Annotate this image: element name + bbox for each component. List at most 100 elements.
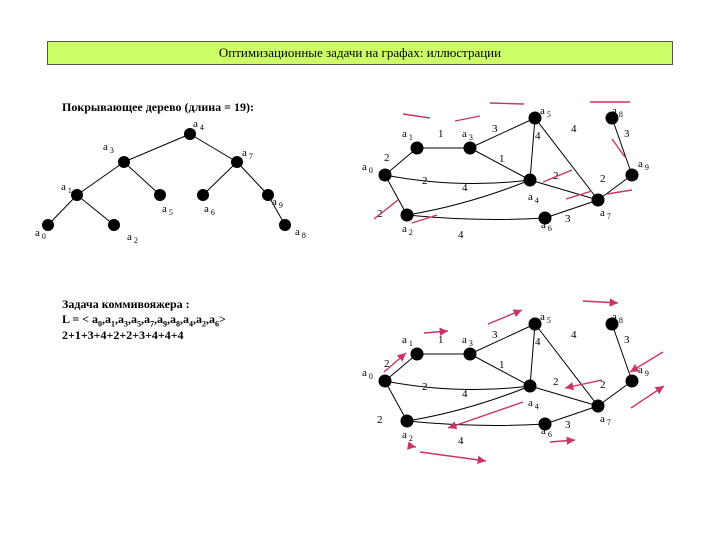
edge-weight-a5-a7: 4 <box>571 329 577 341</box>
highlight-mark <box>373 199 399 220</box>
edge-weight-a0-a4: 2 <box>422 175 428 187</box>
tree-node-a0 <box>42 219 54 231</box>
tree-node-a7 <box>231 156 243 168</box>
edge-weight-a0-a2: 2 <box>377 414 383 426</box>
edge-a0-a2 <box>384 380 408 422</box>
tree-edge <box>189 133 238 163</box>
edge-weight-a4-a7: 2 <box>553 376 559 388</box>
tree-node-a1 <box>71 189 83 201</box>
edge-a7-a9 <box>597 380 633 407</box>
graph-node-a5 <box>528 317 542 331</box>
graph-node-a5 <box>528 111 542 125</box>
edge-weight-a8-a9: 3 <box>624 128 630 140</box>
tree-edge <box>47 194 78 226</box>
edge-weight-a0-a1: 2 <box>384 152 390 164</box>
graph-node-a6 <box>538 211 552 225</box>
graph-node-a4 <box>523 173 537 187</box>
edge-a0-a1 <box>384 353 418 382</box>
highlight-mark <box>411 214 438 224</box>
graph-node-a2 <box>400 208 414 222</box>
edge-a0-a4 <box>384 380 531 391</box>
edge-a5-a7 <box>534 117 599 201</box>
route-arrow <box>383 352 407 373</box>
graph-node-a0 <box>378 168 392 182</box>
edge-a0-a1 <box>384 147 418 176</box>
highlight-mark <box>489 102 525 105</box>
edge-a3-a5 <box>469 117 536 149</box>
edge-a2-a6 <box>406 420 546 426</box>
graph-node-a9 <box>625 168 639 182</box>
route-arrow <box>630 385 665 409</box>
edge-a7-a9 <box>597 174 633 201</box>
highlight-mark <box>454 115 481 122</box>
edge-a4-a7 <box>529 385 599 407</box>
route-arrow <box>564 379 603 391</box>
tsp-heading: Задача коммивояжера : <box>62 297 190 311</box>
route-arrow <box>419 451 487 465</box>
edge-weight-a5-a7: 4 <box>571 123 577 135</box>
tree-edge <box>76 194 115 226</box>
page-title: Оптимизационные задачи на графах: иллюст… <box>47 41 673 65</box>
tree-edge <box>236 161 269 196</box>
highlight-mark <box>606 189 633 195</box>
edge-a2-a4 <box>406 179 531 216</box>
tree-node-a6 <box>197 189 209 201</box>
edge-a0-a2 <box>384 174 408 216</box>
edge-a4-a7 <box>529 179 599 201</box>
route-arrow <box>629 351 664 373</box>
edge-weight-a0-a1: 2 <box>384 358 390 370</box>
spanning-tree-highlights <box>373 101 633 224</box>
edge-a6-a7 <box>544 199 599 219</box>
tsp-sum: 2+1+3+4+2+2+3+4+4+4 <box>62 328 184 342</box>
edge-a8-a9 <box>611 117 633 176</box>
edge-a2-a6 <box>406 214 546 220</box>
edge-weight-a3-a5: 3 <box>492 329 498 341</box>
route-arrow <box>487 309 523 325</box>
graph-node-a9 <box>625 374 639 388</box>
highlight-mark <box>542 169 573 183</box>
edge-weight-a2-a6: 4 <box>458 229 464 241</box>
edge-weight-a5-a4: 4 <box>535 130 541 142</box>
graph-node-a1 <box>410 141 424 155</box>
edge-a5-a4 <box>529 323 536 387</box>
tree-edge <box>123 133 191 163</box>
tree-edge <box>76 161 125 196</box>
edge-weight-a5-a4: 4 <box>535 336 541 348</box>
graph-node-a3 <box>463 347 477 361</box>
graph-node-a0 <box>378 374 392 388</box>
edge-weight-a1-a3: 1 <box>438 128 444 140</box>
tree-node-a5 <box>154 189 166 201</box>
route-arrow <box>582 298 619 307</box>
graph-node-a8 <box>605 111 619 125</box>
edge-a2-a4 <box>406 385 531 422</box>
tree-node-a8 <box>279 219 291 231</box>
edge-weight-a3-a5: 3 <box>492 123 498 135</box>
graph-node-a6 <box>538 417 552 431</box>
graph-node-a2 <box>400 414 414 428</box>
tree-node-a9 <box>262 189 274 201</box>
edge-weight-a6-a7: 3 <box>565 419 571 431</box>
edge-weight-a6-a7: 3 <box>565 213 571 225</box>
edge-a6-a7 <box>544 405 599 425</box>
graph-node-a7 <box>591 193 605 207</box>
route-arrow <box>549 436 576 445</box>
highlight-mark <box>565 190 593 200</box>
edge-weight-a2-a6: 4 <box>458 435 464 447</box>
